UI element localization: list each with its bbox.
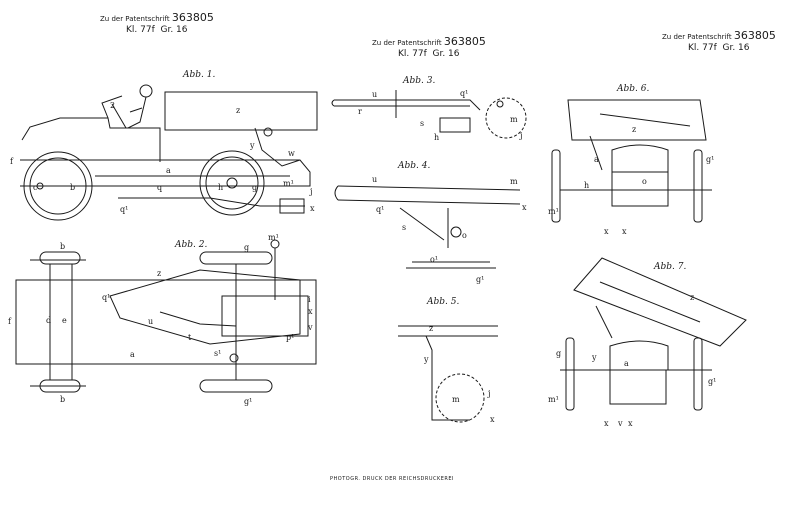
printer-footer: PHOTOGR. DRUCK DER REICHSDRUCKEREI bbox=[330, 476, 455, 482]
svg-text:w: w bbox=[288, 149, 295, 158]
svg-text:m¹: m¹ bbox=[548, 207, 559, 216]
svg-text:j: j bbox=[487, 389, 490, 398]
svg-text:y: y bbox=[249, 141, 255, 150]
patent-header-3: Zu der Patentschrift 363805 Kl. 77f Gr. … bbox=[662, 29, 776, 53]
svg-text:g: g bbox=[252, 183, 257, 192]
svg-text:x: x bbox=[628, 419, 633, 428]
svg-text:g¹: g¹ bbox=[708, 377, 716, 386]
svg-text:u: u bbox=[372, 175, 377, 184]
svg-text:h: h bbox=[584, 181, 589, 190]
svg-text:s: s bbox=[420, 119, 424, 128]
fig1-caption: Abb. 1. bbox=[183, 70, 216, 80]
fig6-tipper: z h a o g¹ m¹ x x bbox=[548, 99, 714, 236]
svg-text:m¹: m¹ bbox=[283, 179, 294, 188]
svg-text:u: u bbox=[372, 90, 377, 99]
svg-text:v: v bbox=[617, 419, 623, 428]
svg-text:i: i bbox=[308, 295, 311, 304]
fig5-mechanism: z y m j x bbox=[398, 324, 498, 424]
svg-text:q¹: q¹ bbox=[460, 89, 468, 98]
svg-text:x: x bbox=[490, 415, 495, 424]
svg-text:d: d bbox=[46, 316, 51, 325]
svg-text:x: x bbox=[604, 419, 609, 428]
svg-text:m¹: m¹ bbox=[268, 233, 279, 242]
patent-header-1: Zu der Patentschrift 363805 Kl. 77f Gr. … bbox=[100, 11, 214, 35]
svg-text:x: x bbox=[310, 204, 315, 213]
svg-text:x: x bbox=[308, 307, 313, 316]
fig7-tipper-raised: z g y a m¹ g¹ x v x bbox=[548, 257, 747, 428]
fig6-caption: Abb. 6. bbox=[617, 84, 650, 94]
fig7-caption: Abb. 7. bbox=[654, 262, 687, 272]
svg-text:o¹: o¹ bbox=[430, 255, 438, 264]
svg-text:j: j bbox=[309, 187, 312, 196]
svg-text:c: c bbox=[33, 183, 38, 192]
svg-text:t: t bbox=[188, 333, 192, 342]
svg-text:h: h bbox=[218, 183, 223, 192]
svg-text:a: a bbox=[130, 350, 135, 359]
svg-text:g¹: g¹ bbox=[244, 397, 252, 406]
svg-text:u: u bbox=[148, 317, 153, 326]
fig2-caption: Abb. 2. bbox=[175, 240, 208, 250]
fig5-caption: Abb. 5. bbox=[427, 297, 460, 307]
svg-text:g¹: g¹ bbox=[476, 275, 484, 284]
svg-text:o: o bbox=[642, 177, 647, 186]
svg-text:z: z bbox=[690, 293, 694, 302]
svg-text:q¹: q¹ bbox=[376, 205, 384, 214]
svg-text:2: 2 bbox=[110, 101, 115, 110]
svg-text:e: e bbox=[62, 316, 67, 325]
svg-text:b: b bbox=[70, 183, 75, 192]
svg-text:q¹: q¹ bbox=[102, 293, 110, 302]
svg-text:x: x bbox=[622, 227, 627, 236]
patent-header-2: Zu der Patentschrift 363805 Kl. 77f Gr. … bbox=[372, 35, 486, 59]
svg-text:g: g bbox=[244, 243, 249, 252]
svg-text:g¹: g¹ bbox=[706, 155, 714, 164]
svg-text:q¹: q¹ bbox=[120, 205, 128, 214]
fig2-truck-plan: b b d e a g g¹ m¹ z q¹ u t s¹ i x v p¹ f bbox=[8, 233, 317, 406]
svg-text:s: s bbox=[402, 223, 406, 232]
svg-text:a: a bbox=[594, 155, 599, 164]
fig3-mechanism: u r s h q¹ m j bbox=[331, 89, 527, 142]
svg-text:s¹: s¹ bbox=[214, 349, 221, 358]
fig4-mechanism: u q¹ s o¹ o g¹ m x bbox=[334, 175, 527, 284]
svg-text:y: y bbox=[591, 353, 597, 362]
svg-text:q: q bbox=[157, 183, 162, 192]
svg-text:m: m bbox=[452, 395, 460, 404]
fig4-caption: Abb. 4. bbox=[398, 161, 431, 171]
svg-text:h: h bbox=[434, 133, 439, 142]
svg-text:f: f bbox=[10, 157, 14, 166]
svg-text:m¹: m¹ bbox=[548, 395, 559, 404]
svg-text:z: z bbox=[157, 269, 161, 278]
svg-text:m: m bbox=[510, 115, 518, 124]
svg-text:r: r bbox=[358, 107, 362, 116]
svg-text:x: x bbox=[604, 227, 609, 236]
svg-text:f: f bbox=[8, 317, 12, 326]
svg-text:j: j bbox=[519, 131, 522, 140]
svg-text:g: g bbox=[556, 349, 561, 358]
svg-text:p¹: p¹ bbox=[286, 333, 294, 342]
svg-text:a: a bbox=[624, 359, 629, 368]
svg-text:a: a bbox=[166, 166, 171, 175]
fig3-caption: Abb. 3. bbox=[403, 76, 436, 86]
svg-text:z: z bbox=[632, 125, 636, 134]
svg-text:b: b bbox=[60, 395, 65, 404]
svg-text:v: v bbox=[307, 323, 313, 332]
svg-text:x: x bbox=[522, 203, 527, 212]
svg-text:m: m bbox=[510, 177, 518, 186]
svg-text:z: z bbox=[236, 106, 240, 115]
svg-text:z: z bbox=[429, 324, 433, 333]
svg-text:y: y bbox=[423, 355, 429, 364]
svg-text:b: b bbox=[60, 242, 65, 251]
fig1-truck-side: 2 z b c f a h g w y m¹ q q¹ j x bbox=[10, 84, 318, 221]
svg-text:o: o bbox=[462, 231, 467, 240]
